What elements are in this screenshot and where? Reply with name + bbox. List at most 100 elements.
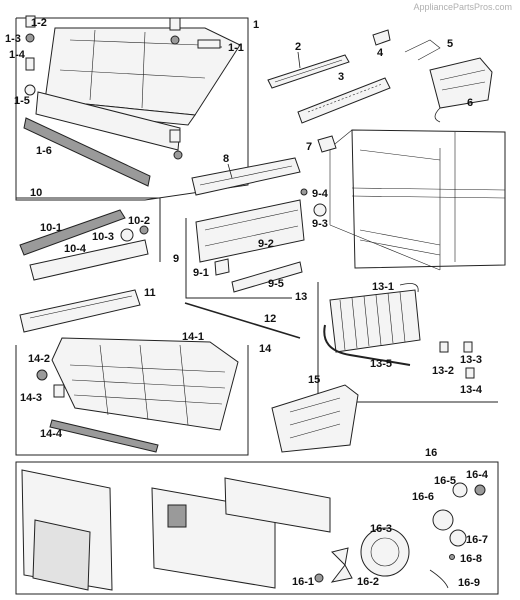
- label-2: 2: [295, 41, 301, 53]
- label-16-1: 16-1: [292, 576, 314, 588]
- fan-blade-16-2: [330, 547, 353, 583]
- part-13-2: [439, 341, 449, 353]
- group-9: 9 9-1 9-2 9-3 9-4 9-5: [173, 188, 329, 299]
- basket-group-14: 14-1 14-2 14-3 14-4 14: [15, 331, 272, 456]
- rail-part-2: [267, 54, 350, 89]
- label-7: 7: [306, 141, 312, 153]
- part-7: [317, 135, 337, 153]
- part-10-2: [139, 225, 149, 235]
- label-16-2: 16-2: [357, 576, 379, 588]
- label-16-7: 16-7: [466, 534, 488, 546]
- rail-10-4: [29, 239, 149, 281]
- basket-rail-14-4: [49, 419, 159, 453]
- clip-part-5: [404, 39, 441, 61]
- cover-11-body: [19, 289, 141, 333]
- label-14-4: 14-4: [40, 428, 63, 440]
- label-10-1: 10-1: [40, 222, 62, 234]
- group-14-frame: [15, 345, 249, 456]
- gasket-plate: [224, 477, 331, 533]
- rail-9-5: [231, 261, 303, 293]
- part-14-2: [36, 369, 48, 381]
- part-1-4: [25, 57, 35, 71]
- rail-10-1: [19, 209, 126, 256]
- part-9-4: [300, 188, 308, 196]
- label-13-5: 13-5: [370, 358, 392, 370]
- gear-9-3: [313, 203, 327, 217]
- label-1-4: 1-4: [9, 49, 26, 61]
- part-9-1: [214, 258, 230, 276]
- label-6: 6: [467, 97, 473, 109]
- fan-motor-16-3: [360, 527, 410, 577]
- cover-part-15: 15: [271, 374, 359, 453]
- cabinet-back: [351, 129, 506, 269]
- label-1-6: 1-6: [36, 145, 52, 157]
- label-12: 12: [264, 313, 276, 325]
- rail-part-3: [297, 77, 391, 124]
- panel-middle-cutout: [167, 504, 187, 528]
- label-9-1: 9-1: [193, 267, 209, 279]
- sensor-13-1: [399, 283, 419, 293]
- fan-group-16: 16 16-1 16-2 16-3 16-4 16-5 16-6 16-7 16…: [15, 447, 499, 595]
- evaporator-group-13: 13 13-1 13-2 13-3 13-4 13-5: [295, 281, 498, 403]
- label-14-2: 14-2: [28, 353, 50, 365]
- label-1-2: 1-2: [31, 17, 47, 29]
- label-13-2: 13-2: [432, 365, 454, 377]
- label-10: 10: [30, 187, 42, 199]
- part-1-5: [24, 84, 36, 96]
- rear-panel-flap: [32, 519, 91, 591]
- clip-bottom-right: [169, 129, 181, 143]
- part-13-4: [465, 367, 475, 379]
- cabinet-frame: 7: [306, 129, 506, 271]
- rail-8-body: [191, 157, 301, 196]
- label-16-6: 16-6: [412, 491, 434, 503]
- part-14-3: [53, 384, 65, 398]
- label-1-3: 1-3: [5, 33, 21, 45]
- group-10: 10 10-1 10-2 10-3 10-4: [16, 187, 161, 281]
- group-9-frame: [185, 218, 292, 299]
- housing-part-6: [429, 57, 493, 109]
- cover-part-11: 11: [19, 287, 156, 333]
- wire-16-9: [429, 569, 449, 589]
- label-16-8: 16-8: [460, 553, 482, 565]
- label-9: 9: [173, 253, 179, 265]
- wire-part-6: [434, 107, 441, 123]
- label-8: 8: [223, 153, 229, 165]
- washer-top-right: [170, 35, 180, 45]
- label-16-9: 16-9: [458, 577, 480, 589]
- part-16-5: [452, 482, 468, 498]
- part-16-6: [432, 509, 454, 531]
- label-16: 16: [425, 447, 437, 459]
- drawer-front-panel: [35, 91, 181, 151]
- panel-9-2: [195, 199, 305, 263]
- cover-15-body: [271, 384, 359, 453]
- label-9-2: 9-2: [258, 238, 274, 250]
- group-10-frame: [16, 197, 161, 262]
- part-1-1: [197, 39, 221, 49]
- label-11: 11: [144, 287, 156, 299]
- heater-13-5: [323, 324, 411, 366]
- part-13-3: [463, 341, 473, 353]
- label-5: 5: [447, 38, 453, 50]
- part-16-7: [449, 529, 467, 547]
- label-1-1: 1-1: [228, 42, 244, 54]
- screw-16-8: [449, 554, 455, 560]
- label-16-4: 16-4: [466, 469, 489, 481]
- rod-part-12: 12: [184, 302, 301, 339]
- label-10-3: 10-3: [92, 231, 114, 243]
- part-1-3: [25, 33, 35, 43]
- label-9-3: 9-3: [312, 218, 328, 230]
- label-14-3: 14-3: [20, 392, 42, 404]
- label-1-5: 1-5: [14, 95, 30, 107]
- label-16-3: 16-3: [370, 523, 392, 535]
- gear-10-3: [120, 228, 134, 242]
- label-1: 1: [253, 19, 259, 31]
- label-14: 14: [259, 343, 272, 355]
- drawer-group-1: 1-2 1-3 1-4 1-5 1-6 1 1-1: [5, 15, 259, 201]
- label-14-1: 14-1: [182, 331, 204, 343]
- rod-12: [184, 302, 301, 339]
- label-3: 3: [338, 71, 344, 83]
- label-9-4: 9-4: [312, 188, 329, 200]
- label-16-5: 16-5: [434, 475, 456, 487]
- label-10-2: 10-2: [128, 215, 150, 227]
